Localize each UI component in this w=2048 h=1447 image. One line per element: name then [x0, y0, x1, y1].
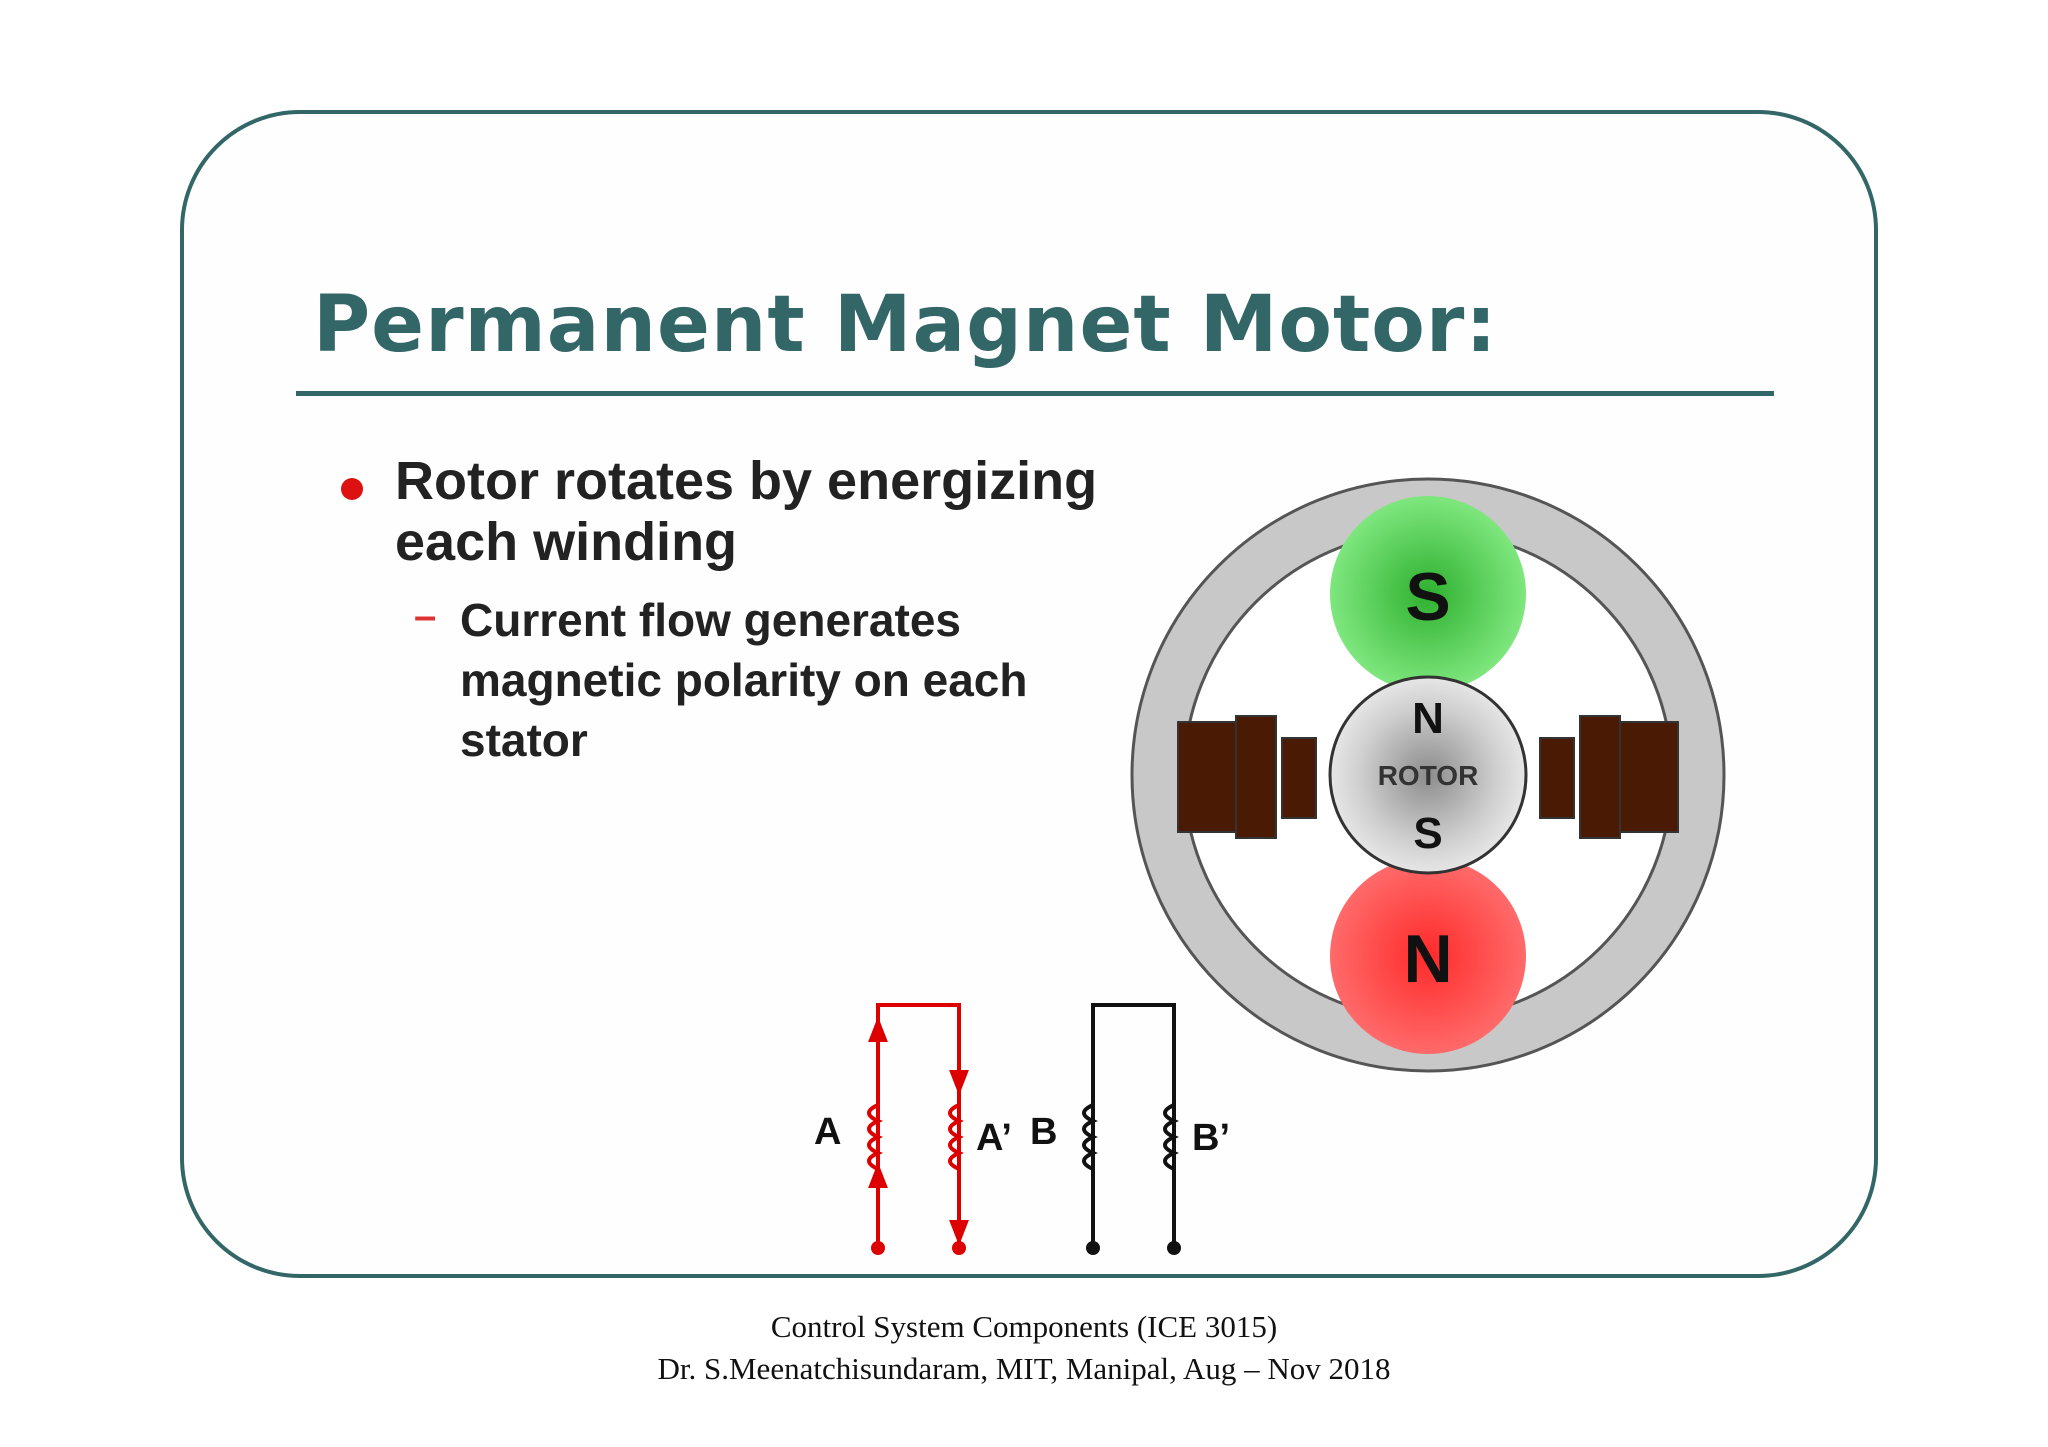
winding-a-circuit: [867, 1003, 969, 1246]
bullet-text: Rotor rotates by energizing each winding: [395, 451, 1098, 572]
winding-b-prime-terminal: [1167, 1241, 1181, 1255]
bottom-pole: [1330, 858, 1526, 1054]
title-underline: [296, 391, 1774, 396]
bullet-dot-icon: [341, 478, 363, 500]
winding-a-terminal: [871, 1241, 885, 1255]
footer-course: Control System Components (ICE 3015): [770, 1309, 1278, 1344]
winding-a-prime-label: A’: [976, 1117, 1012, 1159]
winding-b-prime-label: B’: [1192, 1117, 1230, 1159]
top-pole-label: S: [1405, 559, 1450, 635]
top-pole: [1330, 496, 1526, 692]
footer-author: Dr. S.Meenatchisundaram, MIT, Manipal, A…: [657, 1351, 1391, 1386]
left-coil: [1177, 715, 1317, 839]
slide-title: Permanent Magnet Motor:: [313, 280, 1498, 370]
bottom-pole-label: N: [1403, 921, 1452, 997]
right-coil: [1539, 715, 1679, 839]
sub-bullet-dash-icon: –: [414, 594, 437, 638]
rotor-label: ROTOR: [1378, 760, 1479, 791]
rotor-south-label: S: [1413, 809, 1442, 858]
winding-a-label: A: [814, 1111, 841, 1153]
winding-a-prime-terminal: [952, 1241, 966, 1255]
winding-b-terminal: [1086, 1241, 1100, 1255]
sub-bullet-text: Current flow generates magnetic polarity…: [460, 594, 1028, 766]
winding-b-circuit: [1082, 1003, 1179, 1246]
rotor-north-label: N: [1412, 694, 1444, 743]
winding-b-label: B: [1030, 1111, 1057, 1153]
rotor: [1328, 675, 1528, 875]
